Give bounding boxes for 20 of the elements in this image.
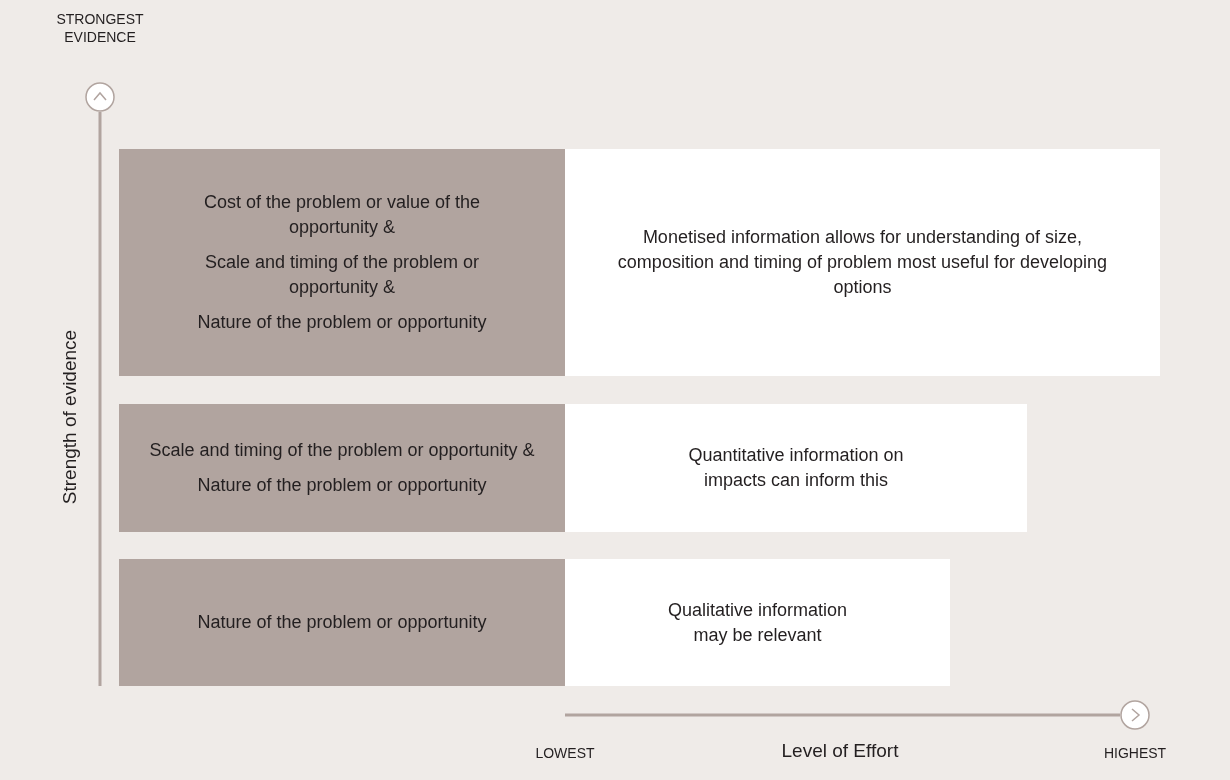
panel-text: Qualitative information may be relevant xyxy=(666,598,849,647)
axis-title: Strength of evidence xyxy=(59,328,81,507)
panel-text: Nature of the problem or opportunity xyxy=(197,474,487,497)
axis-end-label: HIGHEST xyxy=(1102,745,1168,761)
description-panel xyxy=(565,559,950,686)
panel-text: Nature of the problem or opportunity xyxy=(197,611,487,634)
evidence-panel xyxy=(119,149,565,376)
panel-text: Nature of the problem or opportunity xyxy=(197,311,487,334)
panel-text: Scale and timing of the problem or opportunity & xyxy=(203,251,481,299)
description-panel xyxy=(565,149,1160,376)
panel-text: Monetised information allows for understanding of size, composition and timing of problem most useful for developing options xyxy=(616,226,1109,299)
axis-end-label: STRONGEST EVIDENCE xyxy=(55,10,145,46)
axis-title: Level of Effort xyxy=(780,740,900,762)
description-panel xyxy=(565,404,1027,532)
axis-end-label: LOWEST xyxy=(534,745,596,761)
evidence-panel xyxy=(119,559,565,686)
panel-text: Cost of the problem or value of the opportunity & xyxy=(202,191,482,239)
panel-text: Quantitative information on impacts can inform this xyxy=(687,444,905,492)
evidence-panel xyxy=(119,404,565,532)
panel-text: Scale and timing of the problem or opportunity & xyxy=(149,439,535,462)
